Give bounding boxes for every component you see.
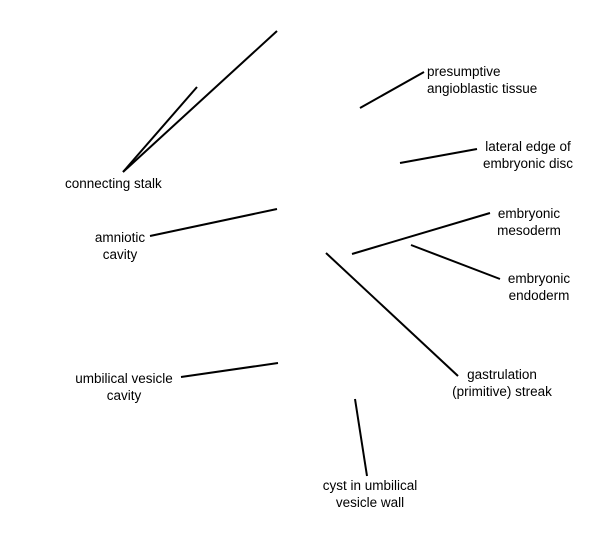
leader-line-gastrulation-streak — [325, 252, 459, 377]
label-presumptive-angioblastic-tissue: presumptive angioblastic tissue — [427, 63, 537, 97]
label-gastrulation-streak-line1: gastrulation — [467, 367, 537, 382]
label-cyst-umbilical-vesicle-wall-line2: vesicle wall — [335, 495, 405, 510]
label-embryonic-endoderm-line1: embryonic — [507, 271, 571, 286]
label-cyst-umbilical-vesicle-wall-line1: cyst in umbilical — [322, 478, 418, 493]
label-presumptive-angioblastic-tissue-line2: angioblastic tissue — [427, 81, 538, 96]
label-embryonic-mesoderm-line1: embryonic — [497, 206, 561, 221]
leader-line-embryonic-endoderm — [410, 244, 501, 280]
label-umbilical-vesicle-cavity-line2: cavity — [106, 388, 142, 403]
label-lateral-edge-embryonic-disc-line1: lateral edge of — [485, 139, 571, 154]
label-presumptive-angioblastic-tissue-line1: presumptive — [427, 64, 501, 79]
label-gastrulation-streak: gastrulation (primitive) streak — [440, 366, 564, 400]
label-amniotic-cavity-line2: cavity — [102, 247, 138, 262]
label-cyst-umbilical-vesicle-wall: cyst in umbilical vesicle wall — [308, 477, 432, 511]
label-connecting-stalk-line1: connecting stalk — [65, 176, 162, 191]
label-embryonic-mesoderm-line2: mesoderm — [497, 223, 561, 238]
leader-line-umbilical-vesicle-cavity — [180, 362, 279, 378]
label-lateral-edge-embryonic-disc-line2: embryonic disc — [482, 156, 574, 171]
leader-line-connecting-stalk-lower — [122, 86, 198, 173]
leader-line-connecting-stalk-upper — [122, 30, 278, 173]
leader-line-presumptive-angioblastic-tissue — [359, 71, 425, 109]
leader-line-cyst-umbilical-vesicle-wall — [354, 398, 368, 477]
label-amniotic-cavity-line1: amniotic — [94, 230, 146, 245]
leader-line-embryonic-mesoderm — [351, 212, 491, 255]
label-umbilical-vesicle-cavity: umbilical vesicle cavity — [62, 370, 186, 404]
label-embryonic-endoderm-line2: endoderm — [508, 288, 570, 303]
label-embryonic-endoderm: embryonic endoderm — [499, 270, 579, 304]
leader-line-lateral-edge-embryonic-disc — [399, 148, 478, 164]
label-embryonic-mesoderm: embryonic mesoderm — [489, 205, 569, 239]
label-umbilical-vesicle-cavity-line1: umbilical vesicle — [75, 371, 173, 386]
label-gastrulation-streak-line2: (primitive) streak — [452, 384, 552, 399]
label-connecting-stalk: connecting stalk — [65, 175, 162, 192]
label-lateral-edge-embryonic-disc: lateral edge of embryonic disc — [478, 138, 578, 172]
label-amniotic-cavity: amniotic cavity — [85, 229, 155, 263]
leader-line-amniotic-cavity — [149, 208, 278, 237]
